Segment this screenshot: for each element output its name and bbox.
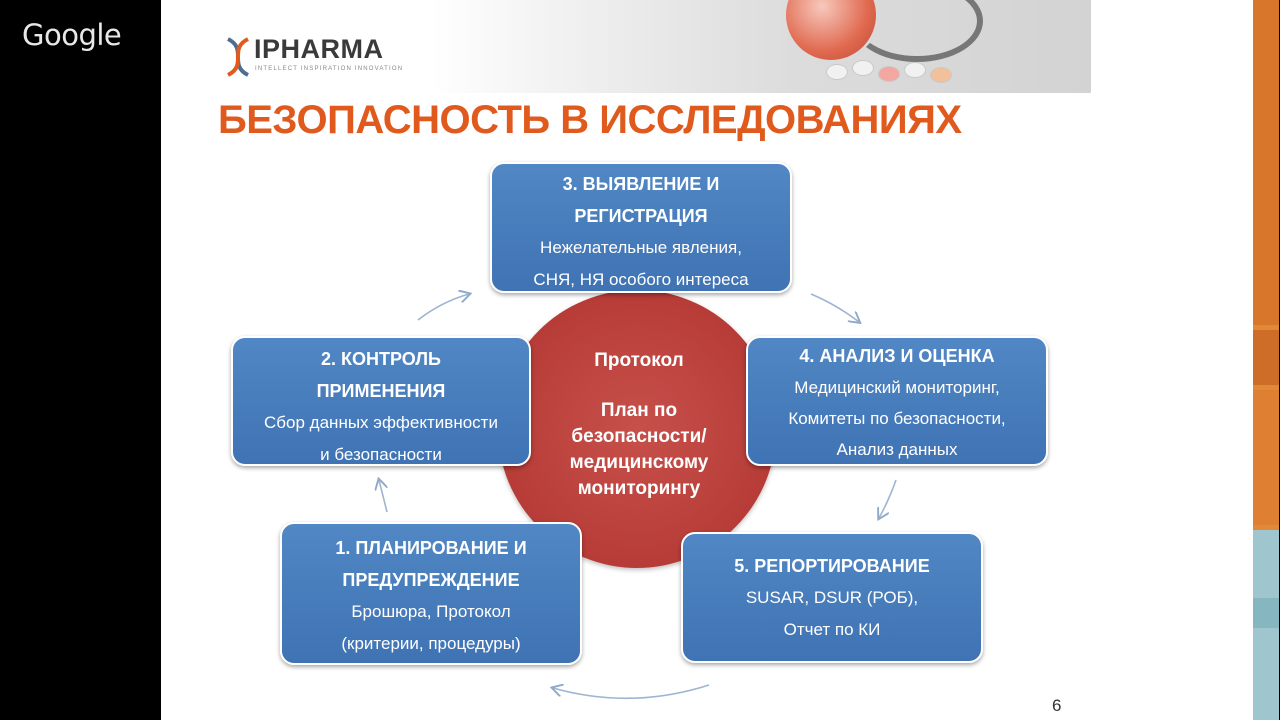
decorative-side-band — [1253, 0, 1279, 720]
box-heading: ПРИМЕНЕНИЯ — [316, 381, 446, 401]
box-heading: 1. ПЛАНИРОВАНИЕ И — [335, 538, 527, 558]
box-text: Отчет по КИ — [783, 620, 881, 639]
slide-page-number: 6 — [1052, 696, 1062, 715]
arrow-5-to-1 — [553, 685, 710, 700]
box-text: Медицинский мониторинг, — [794, 378, 1000, 397]
box-heading: 4. АНАЛИЗ И ОЦЕНКА — [799, 346, 995, 366]
box-text: Брошюра, Протокол — [351, 602, 511, 621]
arrow-4-to-5 — [879, 479, 897, 518]
stethoscope-tube-image — [851, 0, 983, 62]
company-logo-text: IPHARMA — [254, 34, 384, 64]
box-text: Сбор данных эффективности — [264, 413, 498, 432]
box-reporting: 5. РЕПОРТИРОВАНИЕ SUSAR, DSUR (РОБ), Отч… — [681, 532, 983, 663]
dna-logo-icon — [226, 37, 250, 77]
arrow-1-to-2 — [379, 480, 388, 513]
box-control-application: 2. КОНТРОЛЬ ПРИМЕНЕНИЯ Сбор данных эффек… — [231, 336, 531, 466]
center-line-plan: План по безопасности/ медицинскому монит… — [569, 400, 709, 499]
header-photo-band — [431, 0, 1091, 93]
box-heading: 5. РЕПОРТИРОВАНИЕ — [734, 556, 930, 576]
box-detection-registration: 3. ВЫЯВЛЕНИЕ И РЕГИСТРАЦИЯ Нежелательные… — [490, 162, 792, 293]
company-tagline: INTELLECT INSPIRATION INNOVATION — [255, 66, 404, 72]
box-heading: 2. КОНТРОЛЬ — [321, 349, 441, 369]
arrow-3-to-4 — [810, 293, 859, 322]
box-text: Нежелательные явления, — [540, 238, 742, 257]
box-text: СНЯ, НЯ особого интереса — [533, 270, 749, 289]
box-text: (критерии, процедуры) — [341, 634, 521, 653]
box-text: SUSAR, DSUR (РОБ), — [745, 588, 919, 607]
box-text: и безопасности — [320, 445, 442, 464]
center-circle — [498, 290, 776, 568]
cycle-arrows — [161, 0, 897, 700]
center-line-protocol: Протокол — [594, 350, 684, 371]
arrow-2-to-3 — [417, 294, 469, 321]
slide-title: БЕЗОПАСНОСТЬ В ИССЛЕДОВАНИЯХ — [218, 98, 962, 142]
box-analysis-assessment: 4. АНАЛИЗ И ОЦЕНКА Медицинский мониторин… — [746, 336, 1048, 466]
box-heading: ПРЕДУПРЕЖДЕНИЕ — [342, 570, 520, 590]
pills-image — [826, 60, 966, 83]
center-circle-text: Протокол План по безопасности/ медицинск… — [541, 348, 737, 502]
box-planning-prevention: 1. ПЛАНИРОВАНИЕ И ПРЕДУПРЕЖДЕНИЕ Брошюра… — [280, 522, 582, 665]
google-logo: Google — [22, 18, 122, 52]
box-text: Комитеты по безопасности, — [788, 409, 1006, 428]
box-heading: РЕГИСТРАЦИЯ — [574, 206, 708, 226]
box-text: Анализ данных — [836, 440, 958, 459]
box-heading: 3. ВЫЯВЛЕНИЕ И — [562, 174, 720, 194]
presentation-slide: IPHARMA INTELLECT INSPIRATION INNOVATION… — [161, 0, 1279, 720]
